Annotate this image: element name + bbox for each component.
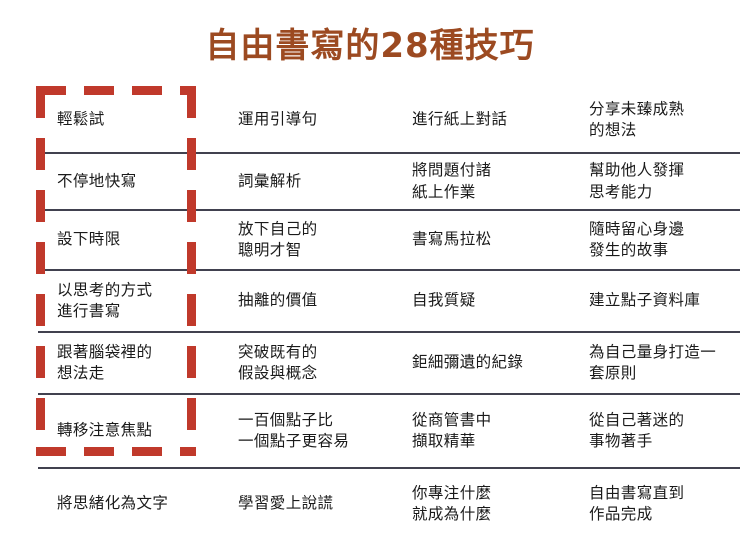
table-cell: 不停地快寫 (38, 153, 219, 211)
table-cell: 抽離的價值 (219, 270, 393, 333)
page-title: 自由書寫的28種技巧 (205, 26, 535, 66)
table-cell: 跟著腦袋裡的 想法走 (38, 332, 219, 395)
table-cell: 從自己著迷的 事物著手 (570, 394, 740, 469)
table-cell: 運用引導句 (219, 88, 393, 154)
table-row: 不停地快寫 詞彙解析 將問題付諸 紙上作業 幫助他人發揮 思考能力 (38, 153, 740, 211)
table-cell: 將問題付諸 紙上作業 (393, 153, 570, 211)
table-row: 設下時限 放下自己的 聰明才智 書寫馬拉松 隨時留心身邊 發生的故事 (38, 210, 740, 271)
table-cell: 將思緒化為文字 (57, 494, 169, 513)
table-cell: 為自己量身打造一 套原則 (570, 332, 740, 395)
table-row: 跟著腦袋裡的 想法走 突破既有的 假設與概念 鉅細彌遺的紀錄 為自己量身打造一 … (38, 332, 740, 395)
table-row: 以思考的方式 進行書寫 抽離的價值 自我質疑 建立點子資料庫 (38, 270, 740, 333)
table-cell: 幫助他人發揮 思考能力 (570, 153, 740, 211)
table-cell: 轉移注意焦點 (38, 394, 219, 469)
table-cell: 自我質疑 (393, 270, 570, 333)
table-cell: 學習愛上說謊 (238, 494, 334, 513)
table-cell: 放下自己的 聰明才智 (219, 210, 393, 271)
table-cell: 隨時留心身邊 發生的故事 (570, 210, 740, 271)
table-cell: 進行紙上對話 (393, 88, 570, 154)
table-cell: 從商管書中 擷取精華 (393, 394, 570, 469)
table-row: 輕鬆試 運用引導句 進行紙上對話 分享未臻成熟 的想法 (38, 88, 740, 154)
table-cell: 設下時限 (38, 210, 219, 271)
table-cell: 你專注什麼 就成為什麼 (412, 483, 492, 523)
techniques-table: 輕鬆試 運用引導句 進行紙上對話 分享未臻成熟 的想法 不停地快寫 詞彙解析 將… (38, 88, 740, 539)
table-cell: 詞彙解析 (219, 153, 393, 211)
table-row: 轉移注意焦點 一百個點子比 一個點子更容易 從商管書中 擷取精華 從自己著迷的 … (38, 394, 740, 469)
table-cell: 分享未臻成熟 的想法 (570, 88, 740, 154)
techniques-table-wrapper: 輕鬆試 運用引導句 進行紙上對話 分享未臻成熟 的想法 不停地快寫 詞彙解析 將… (38, 88, 740, 528)
table-cell: 自由書寫直到 作品完成 (589, 483, 685, 523)
table-row: 將思緒化為文字 學習愛上說謊 你專注什麼 就成為什麼 自由書寫直到 作品完成 (38, 468, 740, 539)
table-cell: 以思考的方式 進行書寫 (38, 270, 219, 333)
table-cell: 突破既有的 假設與概念 (219, 332, 393, 395)
table-cell: 鉅細彌遺的紀錄 (393, 332, 570, 395)
table-cell: 書寫馬拉松 (393, 210, 570, 271)
table-cell: 輕鬆試 (38, 88, 219, 154)
table-cell: 建立點子資料庫 (570, 270, 740, 333)
table-cell: 一百個點子比 一個點子更容易 (219, 394, 393, 469)
